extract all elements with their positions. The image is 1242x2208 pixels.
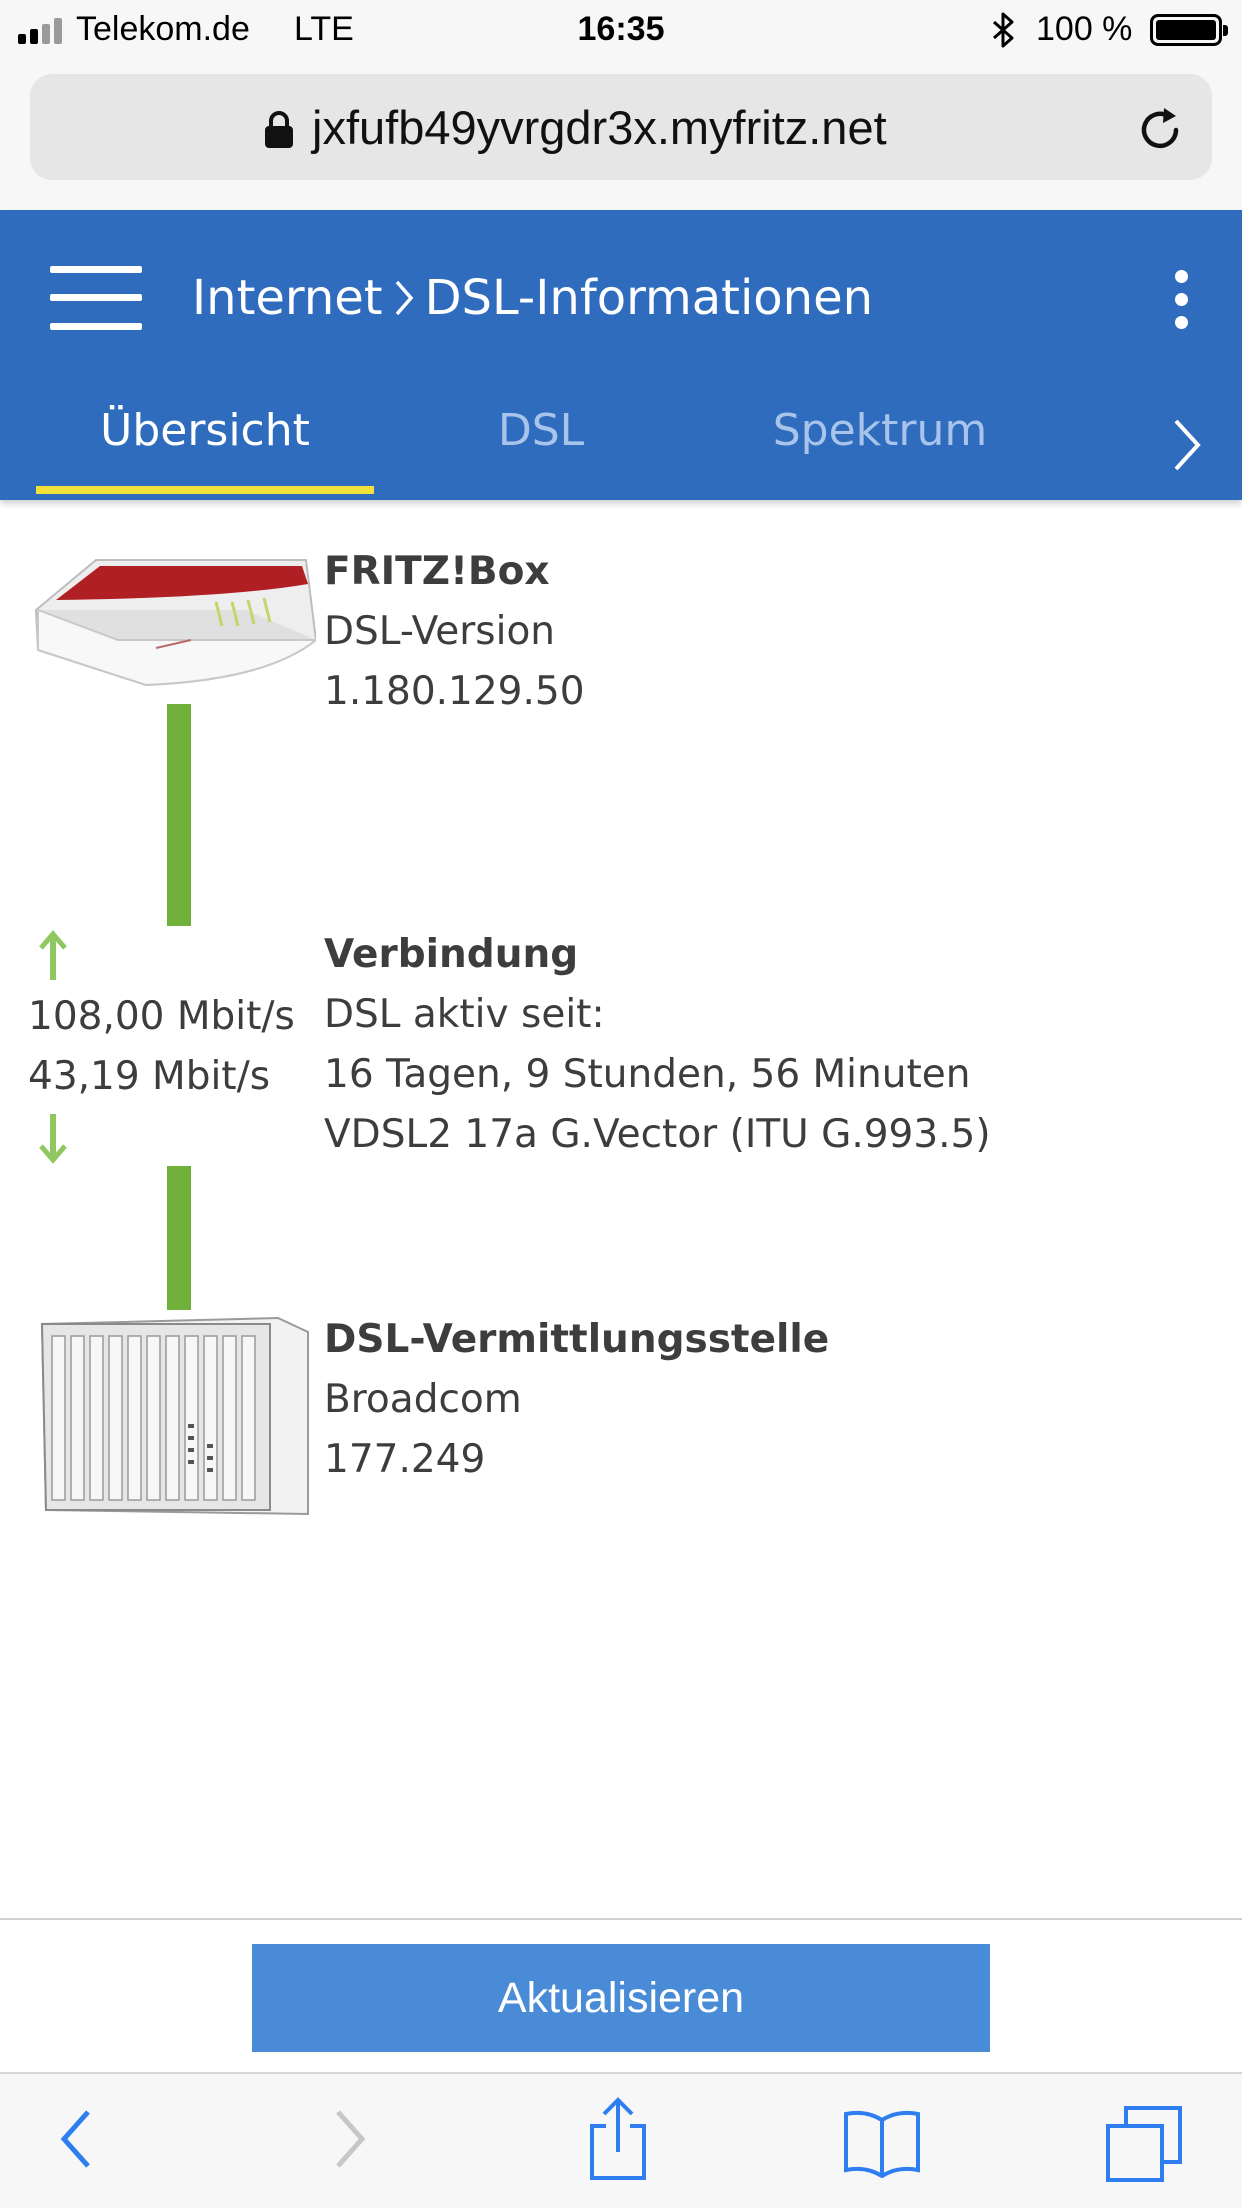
fritzbox-router-icon	[34, 559, 316, 687]
battery-percent: 100 %	[1036, 10, 1133, 48]
refresh-button[interactable]: Aktualisieren	[252, 1944, 990, 2052]
network-type: LTE	[294, 10, 354, 48]
chevron-right-icon	[395, 280, 413, 316]
footer-divider	[0, 1918, 1242, 1920]
clock: 16:35	[577, 10, 665, 48]
breadcrumb: Internet DSL-Informationen	[192, 270, 873, 326]
upstream-arrow-icon	[39, 930, 67, 980]
battery-icon	[1150, 14, 1228, 46]
connection-standard: VDSL2 17a G.Vector (ITU G.993.5)	[324, 1112, 991, 1157]
carrier-name: Telekom.de	[76, 10, 250, 48]
fritzbox-dsl-version-label: DSL-Version	[324, 609, 556, 654]
downstream-arrow-icon	[39, 1114, 67, 1164]
tab-dsl[interactable]: DSL	[497, 405, 585, 456]
breadcrumb-parent[interactable]: Internet	[192, 270, 383, 326]
cell-signal-icon	[18, 18, 66, 44]
exchange-chipset: Broadcom	[324, 1377, 522, 1422]
status-bar: Telekom.de LTE 16:35 100 %	[0, 0, 1242, 62]
address-bar-area: jxfufb49yvrgdr3x.myfritz.net	[0, 62, 1242, 210]
connection-title: Verbindung	[324, 932, 579, 977]
connection-line-top	[167, 704, 191, 926]
exchange-version: 177.249	[324, 1437, 486, 1482]
address-bar[interactable]: jxfufb49yvrgdr3x.myfritz.net	[30, 74, 1212, 180]
share-icon[interactable]	[586, 2096, 650, 2182]
dsl-exchange-icon	[40, 1316, 309, 1516]
bookmarks-icon[interactable]	[842, 2108, 922, 2178]
fritzbox-info: FRITZ!Box DSL-Version 1.180.129.50	[324, 542, 585, 722]
connection-info: Verbindung DSL aktiv seit: 16 Tagen, 9 S…	[324, 925, 991, 1165]
connection-duration: 16 Tagen, 9 Stunden, 56 Minuten	[324, 1052, 971, 1097]
more-options-icon[interactable]	[1166, 270, 1196, 330]
back-icon[interactable]	[56, 2104, 96, 2174]
forward-icon[interactable]	[330, 2104, 370, 2174]
tab-uebersicht[interactable]: Übersicht	[100, 405, 310, 456]
active-tab-indicator	[36, 486, 374, 494]
connection-active-since-label: DSL aktiv seit:	[324, 992, 605, 1037]
upstream-rate: 43,19 Mbit/s	[28, 1054, 271, 1099]
tabs-next-chevron-icon[interactable]	[1170, 415, 1204, 475]
downstream-rate: 108,00 Mbit/s	[28, 994, 295, 1039]
app-header: Internet DSL-Informationen Übersicht DSL …	[0, 210, 1242, 500]
exchange-title: DSL-Vermittlungsstelle	[324, 1317, 830, 1362]
fritzbox-title: FRITZ!Box	[324, 549, 550, 594]
browser-toolbar	[0, 2072, 1242, 2208]
tab-spektrum[interactable]: Spektrum	[772, 405, 988, 456]
exchange-info: DSL-Vermittlungsstelle Broadcom 177.249	[324, 1310, 829, 1490]
tab-bar: Übersicht DSL Spektrum	[0, 388, 1242, 500]
tabs-icon[interactable]	[1104, 2104, 1184, 2184]
reload-icon[interactable]	[1136, 106, 1186, 156]
hamburger-menu-icon[interactable]	[50, 266, 142, 330]
breadcrumb-current: DSL-Informationen	[424, 270, 874, 326]
url-text: jxfufb49yvrgdr3x.myfritz.net	[312, 101, 887, 154]
bluetooth-icon	[993, 12, 1014, 48]
connection-line-bottom	[167, 1166, 191, 1310]
lock-icon	[265, 111, 293, 148]
fritzbox-dsl-version-value: 1.180.129.50	[324, 669, 585, 714]
